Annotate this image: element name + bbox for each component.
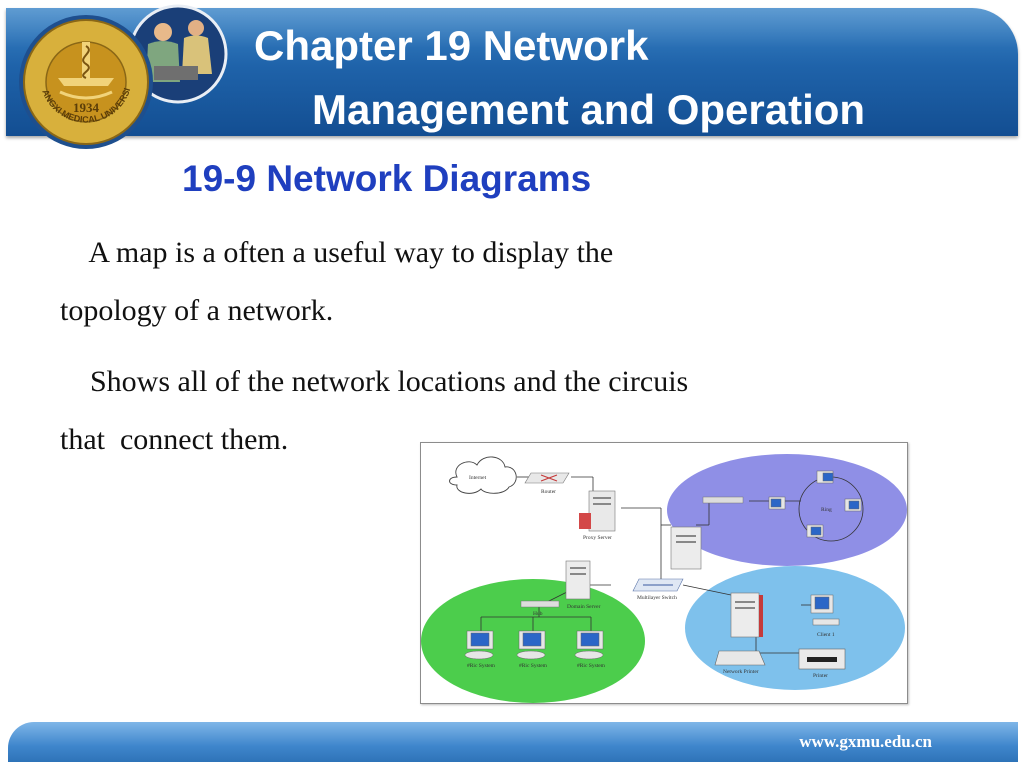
- label-hub: Hub: [533, 611, 543, 617]
- body-paragraph-2: Shows all of the network locations and t…: [60, 365, 689, 456]
- seal-year: 1934: [73, 100, 100, 115]
- proxy-server-icon: [579, 490, 616, 532]
- label-proxy-server: Proxy Server: [583, 535, 612, 541]
- label-printer: Printer: [813, 673, 828, 679]
- hub-icon: [520, 600, 560, 608]
- ring-zone: [667, 454, 907, 566]
- network-printer-icon: [714, 650, 766, 666]
- section-heading: 19-9 Network Diagrams: [182, 158, 592, 199]
- footer-bar: www.gxmu.edu.cn: [8, 722, 1018, 762]
- multilayer-switch-icon: [632, 578, 684, 592]
- client-zone-server-icon: [730, 592, 763, 638]
- label-internet: Internet: [469, 475, 487, 481]
- server-icon: [670, 526, 702, 570]
- university-seal-logo: 1934 GUANGXI MEDICAL UNIVERSITY: [16, 12, 153, 149]
- label-router: Router: [541, 489, 556, 495]
- label-ring: Ring: [821, 507, 832, 513]
- network-diagram-canvas: Internet Router Proxy Server: [421, 454, 907, 703]
- label-network-printer: Network Printer: [723, 669, 759, 675]
- internet-cloud-icon: [449, 456, 517, 494]
- label-system-3: #Ric System: [577, 663, 606, 669]
- label-system-2: #Ric System: [519, 663, 548, 669]
- client-computer-icon: [810, 594, 840, 626]
- label-client: Client 1: [817, 632, 835, 638]
- lan-computer-icon: [464, 630, 604, 660]
- domain-server-icon: [565, 560, 591, 600]
- label-system-1: #Ric System: [467, 663, 496, 669]
- label-domain-server: Domain Server: [567, 604, 601, 610]
- router-icon: [524, 472, 570, 484]
- label-multilayer-switch: Multilayer Switch: [637, 595, 677, 601]
- ring-switch-icon: [702, 496, 744, 504]
- ring-computer-icon: [768, 470, 862, 538]
- network-diagram: Internet Router Proxy Server: [420, 442, 908, 704]
- chapter-title-line-2: Management and Operation: [312, 86, 866, 133]
- chapter-title-line-1: Chapter 19 Network: [254, 22, 649, 69]
- printer-icon: [798, 648, 846, 670]
- body-paragraph-1: A map is a often a useful way to display…: [60, 236, 614, 327]
- client-zone: [685, 566, 905, 690]
- footer-url-link[interactable]: www.gxmu.edu.cn: [799, 732, 932, 751]
- header-banner: Chapter 19 Network Management and Operat…: [6, 8, 1018, 136]
